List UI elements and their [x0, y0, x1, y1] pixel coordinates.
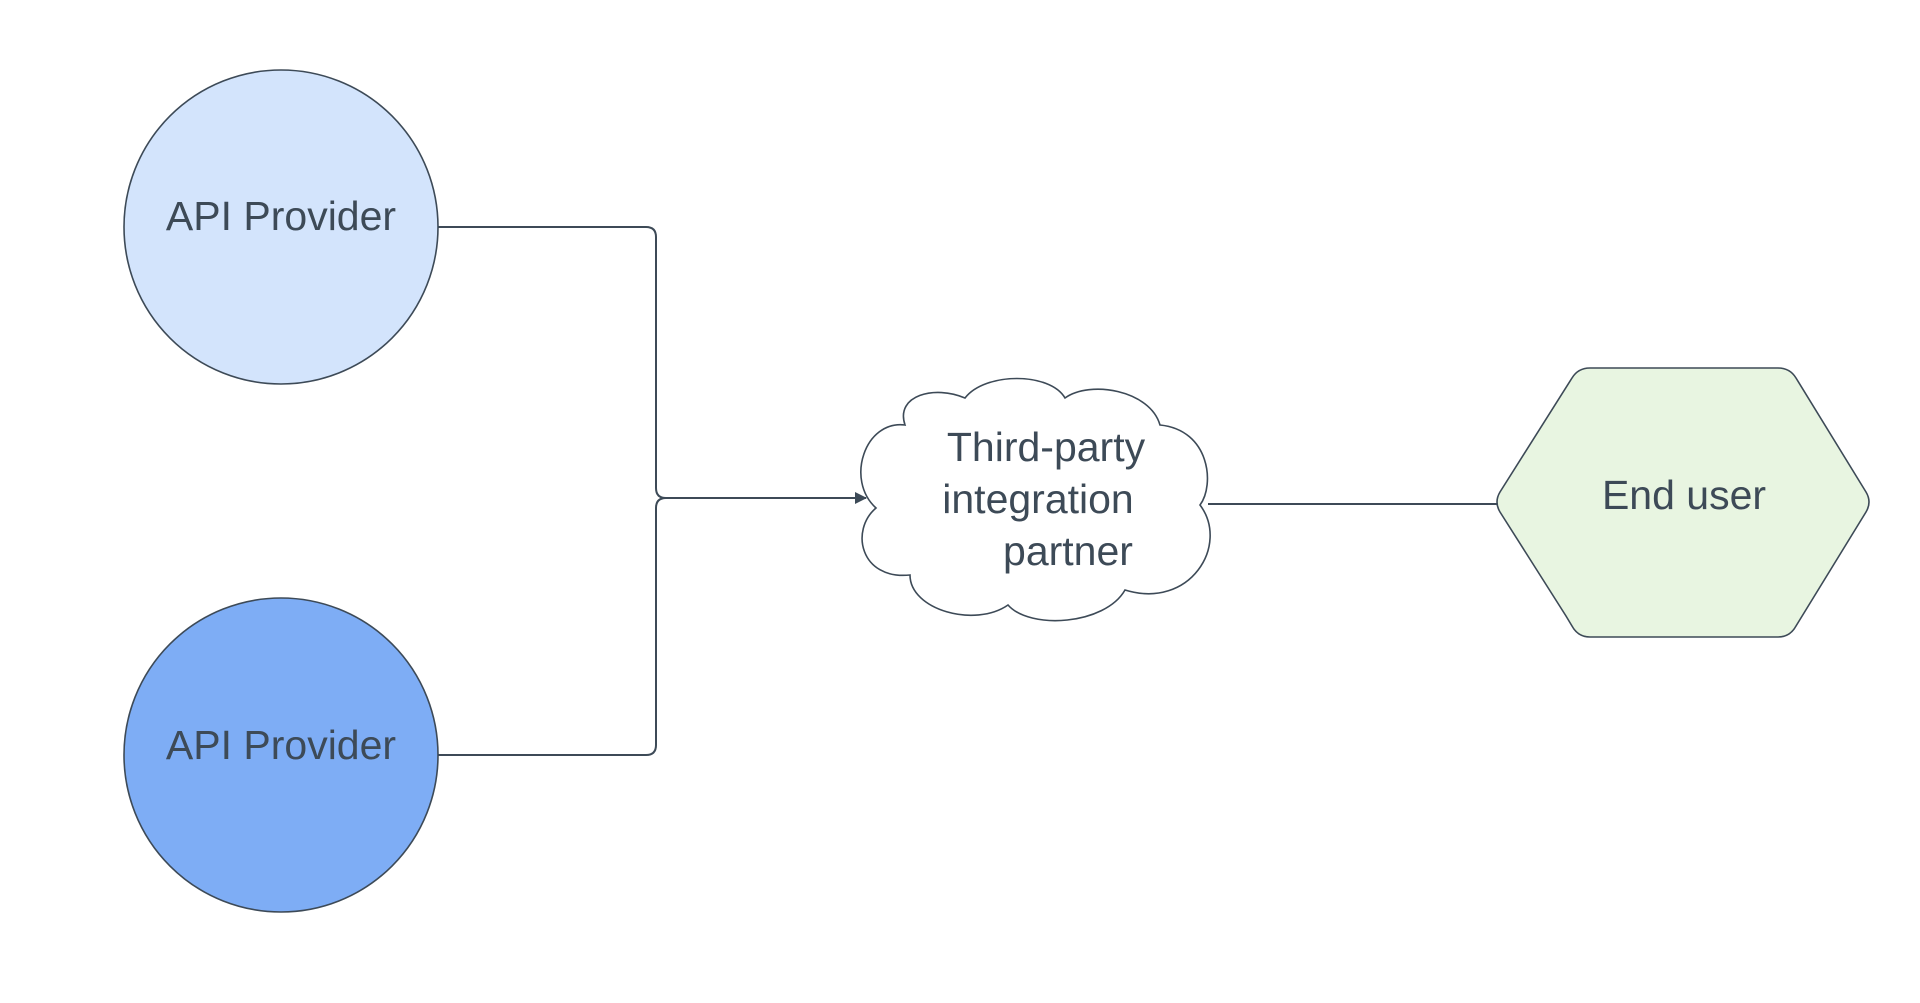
partner-label-line-2: integration [942, 476, 1133, 522]
hexagon-shape [1496, 367, 1870, 638]
cloud-shape [860, 377, 1211, 622]
node-end-user[interactable]: End user [1496, 367, 1870, 638]
api-provider-circle [123, 69, 439, 385]
end-user-label: End user [1602, 472, 1766, 518]
node-third-party-partner[interactable]: Third-party integration partner [860, 377, 1211, 622]
api-provider-circle [123, 597, 439, 913]
api-provider-label: API Provider [166, 722, 396, 768]
node-api-provider-1[interactable]: API Provider [123, 69, 439, 385]
node-api-provider-2[interactable]: API Provider [123, 597, 439, 913]
partner-label-line-3: partner [1003, 528, 1133, 574]
api-provider-label: API Provider [166, 193, 396, 239]
edge-provider1-to-partner[interactable] [438, 226, 867, 504]
edge-provider2-to-partner[interactable] [438, 497, 866, 756]
partner-label-line-1: Third-party [947, 424, 1146, 470]
